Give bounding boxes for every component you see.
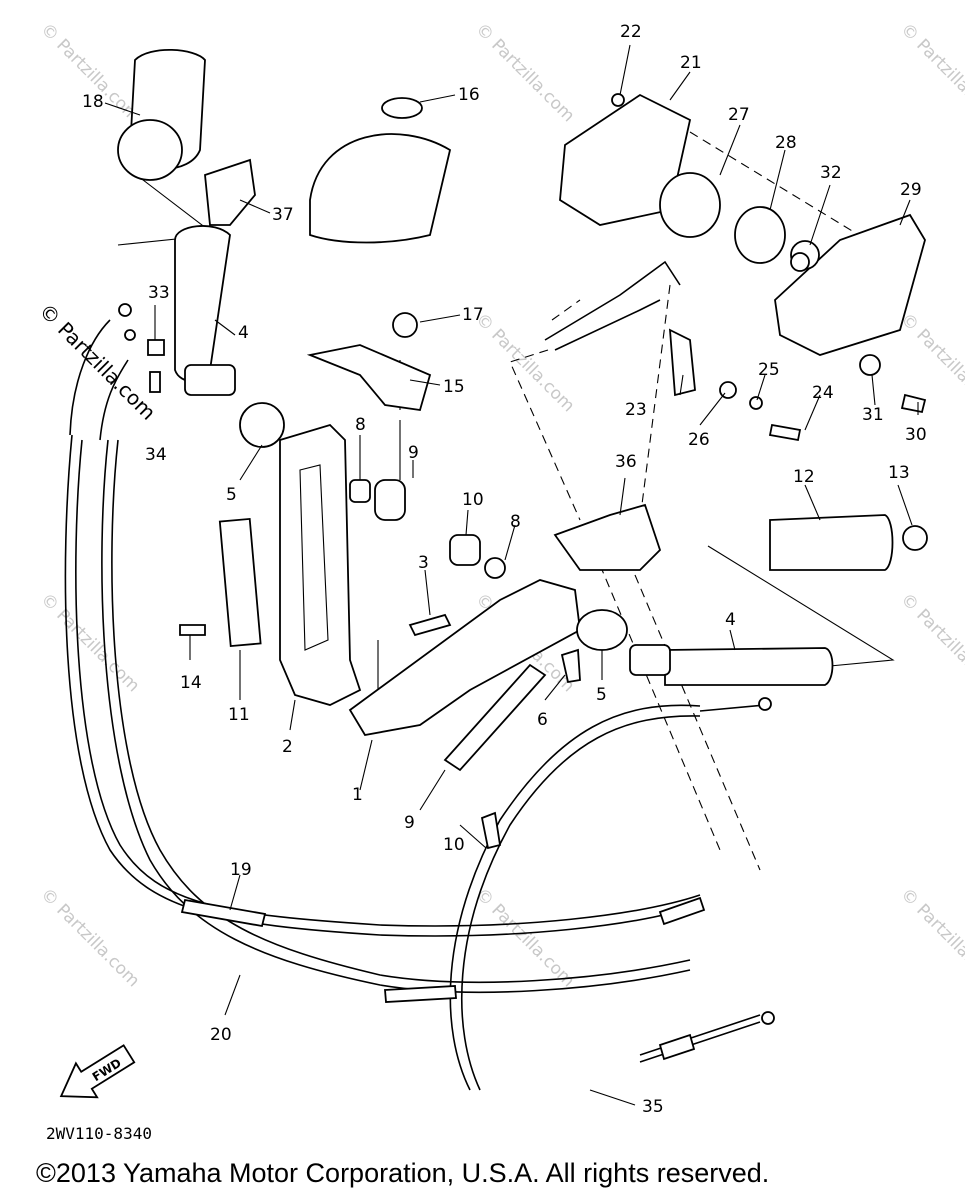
part-4-left-grip xyxy=(174,225,231,383)
watermark: © Partzilla.com xyxy=(471,884,578,991)
callout-28: 28 xyxy=(775,133,797,153)
leader-lines xyxy=(104,44,919,1106)
callout-14: 16 xyxy=(458,85,480,105)
callout-2: 2 xyxy=(282,737,293,757)
callout-4-right: 4 xyxy=(725,610,736,630)
callout-11: 11 xyxy=(228,705,250,725)
callout-15: 17 xyxy=(462,305,484,325)
callout-26: 26 xyxy=(688,430,710,450)
callout-12: 14 xyxy=(180,673,202,693)
watermark: © Partzilla.com xyxy=(36,884,143,991)
part-throttle-cable xyxy=(544,260,681,341)
callout-34: 34 xyxy=(145,445,167,465)
callout-8-left: 9 xyxy=(408,443,419,463)
part-9-plate xyxy=(443,663,547,772)
part-36-switch xyxy=(553,503,662,571)
callout-5-right: 5 xyxy=(596,685,607,705)
callout-3: 3 xyxy=(418,553,429,573)
part-3-bolt xyxy=(408,613,452,637)
callout-9: 9 xyxy=(404,813,415,833)
part-code: 2WV110-8340 xyxy=(46,1124,152,1143)
callout-37: 37 xyxy=(272,205,294,225)
cable-20 xyxy=(101,439,691,994)
part-4-right-grip xyxy=(664,647,834,686)
callout-30: 30 xyxy=(905,425,927,445)
callout-27: 27 xyxy=(728,105,750,125)
callout-36: 36 xyxy=(615,452,637,472)
callout-21: 21 xyxy=(680,53,702,73)
part-37-lever xyxy=(204,158,256,226)
callout-7-left: 8 xyxy=(355,415,366,435)
callout-20: 20 xyxy=(210,1025,232,1045)
part-2-bracket xyxy=(279,423,362,706)
callout-22: 22 xyxy=(620,22,642,42)
fwd-arrow: FWD xyxy=(59,1044,136,1099)
callout-31: 31 xyxy=(862,405,884,425)
callout-33: 33 xyxy=(148,283,170,303)
callout-5-left: 5 xyxy=(226,485,237,505)
callout-6: 6 xyxy=(537,710,548,730)
part-8-weight-left xyxy=(374,479,406,521)
part-13-bracket xyxy=(306,344,432,412)
part-11-plate xyxy=(218,517,262,648)
part-27-drum xyxy=(659,172,721,238)
callout-25: 25 xyxy=(758,360,780,380)
part-5-right xyxy=(576,609,628,651)
watermark: © Partzilla.com xyxy=(896,19,965,126)
callout-1: 1 xyxy=(352,785,363,805)
cable-35 xyxy=(449,704,701,1091)
part-8-weight-right xyxy=(449,534,481,566)
part-30-screw xyxy=(900,393,927,414)
callouts: 18 16 22 21 27 28 32 29 37 33 4 17 15 23… xyxy=(82,22,927,1117)
part-24-screw xyxy=(768,423,802,442)
part-6-bolt xyxy=(560,648,581,684)
part-23-clamp xyxy=(668,328,696,397)
copyright-notice: ©2013 Yamaha Motor Corporation, U.S.A. A… xyxy=(36,1158,770,1188)
callout-23: 23 xyxy=(625,400,647,420)
callout-8-right: 10 xyxy=(462,490,484,510)
watermark: © Partzilla.com xyxy=(36,589,143,696)
callout-29: 29 xyxy=(900,180,922,200)
watermark: © Partzilla.com xyxy=(896,884,965,991)
callout-32: 32 xyxy=(820,163,842,183)
part-10-bolt xyxy=(480,811,502,850)
callout-16: 12 xyxy=(793,467,815,487)
callout-18: 18 xyxy=(82,92,104,112)
callout-7-right: 8 xyxy=(510,512,521,532)
callout-13: 15 xyxy=(443,377,465,397)
watermark: © Partzilla.com xyxy=(896,589,965,696)
callout-35: 35 xyxy=(642,1097,664,1117)
cables xyxy=(64,303,775,1091)
part-5-left xyxy=(239,402,285,448)
part-29-housing xyxy=(774,213,926,356)
part-28-pulley xyxy=(734,206,786,264)
part-7-collar-left xyxy=(349,479,371,503)
part-12-bolt xyxy=(179,624,206,636)
watermark-dark: © Partzilla.com xyxy=(34,299,160,425)
parts xyxy=(117,48,928,850)
callout-17: 13 xyxy=(888,463,910,483)
watermark: © Partzilla.com xyxy=(471,19,578,126)
callout-24: 24 xyxy=(812,383,834,403)
callout-4-left: 4 xyxy=(238,323,249,343)
callout-19: 19 xyxy=(230,860,252,880)
part-16-grip xyxy=(769,514,894,571)
callout-10: 10 xyxy=(443,835,465,855)
part-14-cover xyxy=(309,133,452,244)
watermark: © Partzilla.com xyxy=(471,309,578,416)
